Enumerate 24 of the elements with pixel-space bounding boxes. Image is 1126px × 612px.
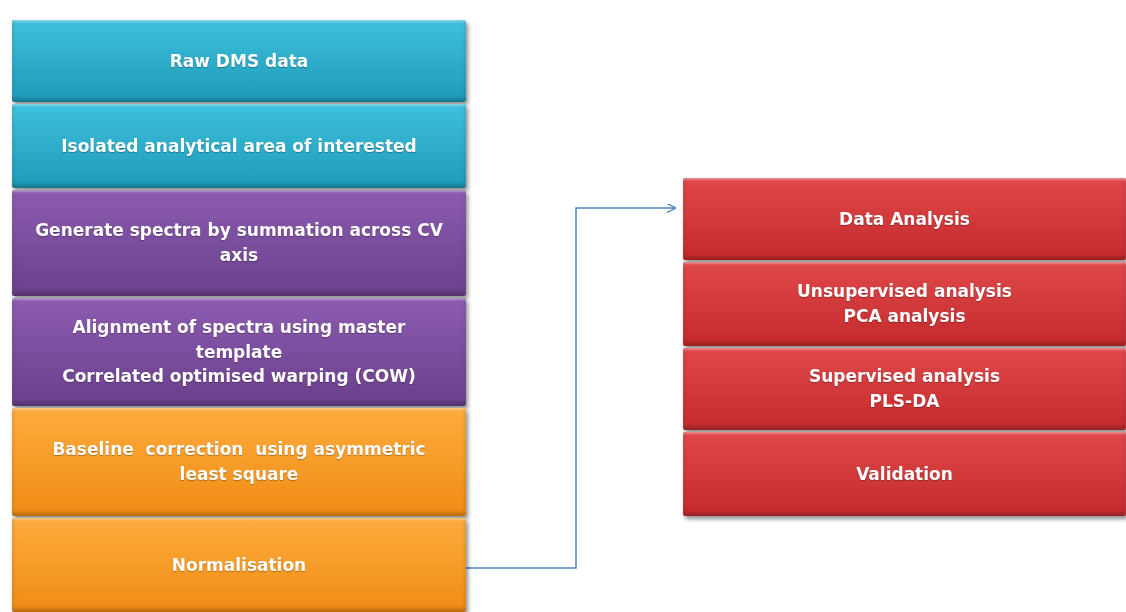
box-label: Unsupervised analysis	[797, 280, 1012, 304]
box-label: Alignment of spectra using master template	[71, 316, 407, 364]
process-box	[683, 178, 1126, 260]
process-box	[683, 432, 1126, 516]
box-label: PCA analysis	[843, 305, 966, 328]
box-label: Isolated analytical area of interested	[61, 134, 417, 158]
process-box	[683, 348, 1126, 430]
process-box	[683, 262, 1126, 346]
box-label: Raw DMS data	[169, 49, 309, 73]
box-label: PLS-DA	[869, 390, 940, 413]
box-label: Baseline correction using asymmetric least square	[51, 438, 427, 486]
process-box	[12, 190, 466, 296]
process-box	[12, 408, 466, 516]
box-label: Generate spectra by summation across CV axis	[34, 219, 444, 267]
box-label: Normalisation	[171, 553, 307, 577]
process-box	[12, 298, 466, 406]
box-label: Data Analysis	[839, 207, 970, 231]
box-label: Correlated optimised warping (COW)	[62, 365, 416, 389]
connector-arrow	[465, 202, 677, 569]
process-box	[12, 518, 466, 612]
process-box	[12, 104, 466, 188]
box-label: Validation	[856, 462, 953, 486]
process-box	[12, 20, 466, 102]
box-label: Supervised analysis	[808, 365, 1001, 389]
